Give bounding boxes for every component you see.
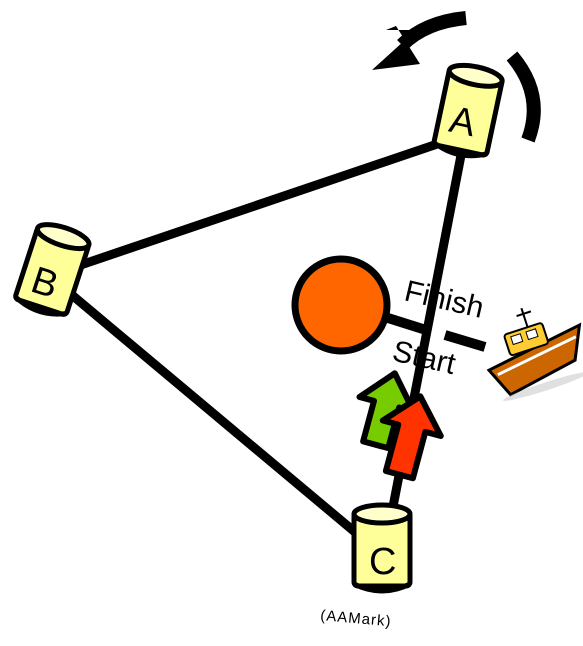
motorboat-icon — [486, 307, 583, 401]
mark-c-sublabel: (AAMark) — [320, 607, 393, 630]
red-up-arrow-icon — [379, 393, 444, 482]
buoy-b: B — [13, 222, 92, 317]
leg-c-a — [380, 140, 468, 553]
buoy-c: C — [351, 502, 413, 594]
counterclockwise-arrow-icon — [372, 11, 541, 143]
buoy-a: A — [431, 62, 505, 159]
finish-label: Finish — [401, 275, 486, 325]
leg-b-c — [55, 280, 379, 553]
start-finish-line — [386, 313, 487, 352]
mark-c-label: C — [369, 541, 396, 583]
committee-ball-icon — [291, 255, 391, 355]
start-label: Start — [389, 335, 459, 382]
course-legs — [55, 133, 468, 553]
leg-a-b — [55, 133, 460, 277]
